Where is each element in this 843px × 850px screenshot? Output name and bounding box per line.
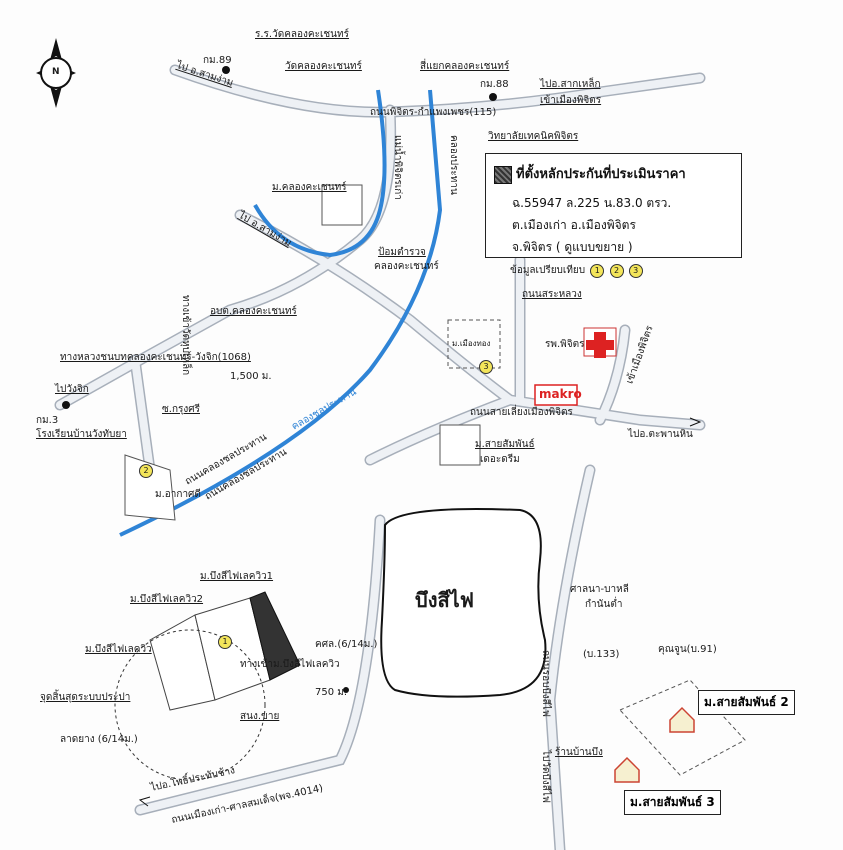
label-view-main: ม.บึงสีไฟเลควิว (85, 644, 152, 655)
label-km88: กม.88 (480, 79, 509, 90)
comparison-text: ข้อมูลเปรียบเทียบ (510, 265, 586, 276)
marker-2: 2 (137, 464, 153, 478)
label-b91: คุณจูน(บ.91) (658, 644, 717, 655)
comparison-marker-3: 3 (628, 264, 643, 278)
label-to-sak-lek: ไปอ.สากเหล็ก (540, 79, 601, 90)
label-gas-station2: คลองคะเชนทร์ (374, 261, 439, 272)
label-school-wat: ร.ร.วัดคลองคะเชนทร์ (255, 29, 349, 40)
label-shrine: ศาลนา-บาหลี (570, 584, 629, 595)
legend-title: ที่ตั้งหลักประกันที่ประเมินราคา (516, 167, 686, 182)
km89-marker (222, 66, 230, 74)
label-to-wang-jik: ไปวังจิก (55, 384, 89, 395)
label-b133: (บ.133) (583, 649, 620, 660)
label-sao-khlong: อบต.คลองคะเชนทร์ (210, 306, 297, 317)
label-entry-view: ทางเข้าม.บึงสีไฟเลควิว (240, 659, 340, 670)
label-sai2: ม.สายสัมพันธ์ 2 (698, 690, 795, 715)
comparison-marker-1: 1 (590, 264, 605, 278)
label-km89: กม.89 (203, 55, 232, 66)
label-hospital: รพ.พิจิตร (545, 339, 585, 350)
label-village-mueng-thong: ม.เมืองทอง (452, 339, 491, 348)
label-road-115: ถนนพิจิตร-กำแพงเพชร(115) (370, 107, 497, 118)
plot-sai2 (619, 679, 746, 776)
label-road-sa-luang: ถนนสระหลวง (522, 289, 582, 300)
plot-khlong (321, 184, 363, 226)
label-sor-nor: สนง.ขาย (240, 711, 280, 722)
label-dist-750: 750 ม. (315, 687, 348, 698)
label-village-khlong: ม.คลองคะเชนทร์ (272, 182, 347, 193)
makro-box (534, 384, 578, 406)
compass-rose (36, 38, 76, 108)
label-to-phichit-city: เข้าเมืองพิจิตร (540, 95, 602, 106)
legend-line2: ต.เมืองเก่า อ.เมืองพิจิตร (512, 218, 636, 232)
km3-marker (62, 401, 70, 409)
legend-box: ที่ตั้งหลักประกันที่ประเมินราคา ฉ.55947 … (485, 153, 742, 258)
label-road-huai: ทางเข้าวัดหุบเหล็ก (180, 295, 191, 376)
arrow-pho-icon (138, 796, 151, 807)
house-sai2-icon (669, 706, 695, 733)
old-river (253, 89, 387, 258)
plot-sai (439, 424, 481, 466)
house-sai3-icon (614, 756, 640, 783)
plot-mueng-thong (447, 319, 501, 369)
label-sai3: ม.สายสัมพันธ์ 3 (624, 790, 721, 815)
label-old-river: แม่น้ำพิจิตรเก่า (392, 135, 403, 200)
hospital-cross-icon (586, 332, 614, 358)
bueng-si-fai-lake (380, 508, 547, 698)
legend-swatch (494, 166, 512, 184)
label-village-akat: ม.อากาศดี (155, 489, 201, 500)
radius-circle (114, 629, 266, 781)
label-canal-prachin: คลองประทาน (448, 135, 459, 195)
label-road-bueng2: ไปวัดบึงสีไฟ (540, 750, 551, 803)
legend-line3: จ.พิจิตร ( ดูแบบขยาย ) (512, 240, 633, 254)
label-gas-station: ป้อมตำรวจ (378, 247, 426, 258)
label-soi-krung-sri: ซ.กรุงศรี (162, 404, 200, 415)
label-km3: กม.3 (36, 415, 59, 426)
canal (119, 89, 443, 537)
marker-1: 1 (216, 635, 232, 649)
comparison-marker-2: 2 (609, 264, 624, 278)
label-to-taphan-hin: ไปอ.ตะพานหิน (628, 429, 693, 440)
label-village-sai-somphan: ม.สายสัมพันธ์ (475, 439, 535, 450)
rivers (119, 89, 443, 537)
label-shrine2: กำนันต่ำ (585, 599, 623, 610)
legend-line1: ฉ.55947 ล.225 น.83.0 ตรว. (512, 196, 672, 210)
label-wat: วัดคลองคะเชนทร์ (285, 61, 362, 72)
compass-label: N (52, 67, 60, 77)
label-view1: ม.บึงสีไฟเลควิว1 (200, 571, 274, 582)
label-makro: makro (539, 387, 582, 401)
label-school-wang-jik: โรงเรียนบ้านวังทับยา (36, 429, 127, 440)
marker-3: 3 (477, 360, 493, 374)
label-kor-sor: คศล.(6/14ม.) (315, 639, 378, 650)
label-paved: ลาดยาง (6/14ม.) (60, 734, 138, 745)
label-lake: บึงสีไฟ (415, 588, 474, 612)
label-view2: ม.บึงสีไฟเลควิว2 (130, 594, 204, 605)
arrow-taphan-icon (689, 417, 702, 427)
plot-akat (124, 454, 176, 521)
label-water-point: จุดสิ้นสุดระบบประปา (40, 692, 131, 703)
kor-sor-marker (343, 687, 349, 693)
label-shop: ร้านบ้านบึง (555, 747, 603, 758)
label-road-bueng: ถนนรอบบึงสีไฟ (540, 650, 551, 717)
label-village-sai-somphan2: เดอะดรีม (480, 454, 520, 465)
label-tech-college: วิทยาลัยเทคนิคพิจิตร (488, 131, 579, 142)
label-road-wang-luk: ทางหลวงชนบทคลองคะเชนทร์-วังจิก(1068) (60, 352, 251, 363)
label-road-bypass: ถนนสายเลี่ยงเมืองพิจิตร (470, 407, 573, 418)
label-dist-1500: 1,500 ม. (230, 371, 272, 382)
subject-property (249, 591, 301, 681)
km88-marker (489, 93, 497, 101)
comparison-label: ข้อมูลเปรียบเทียบ 1 2 3 (510, 264, 643, 278)
label-intersection: สี่แยกคลองคะเชนทร์ (420, 61, 510, 72)
